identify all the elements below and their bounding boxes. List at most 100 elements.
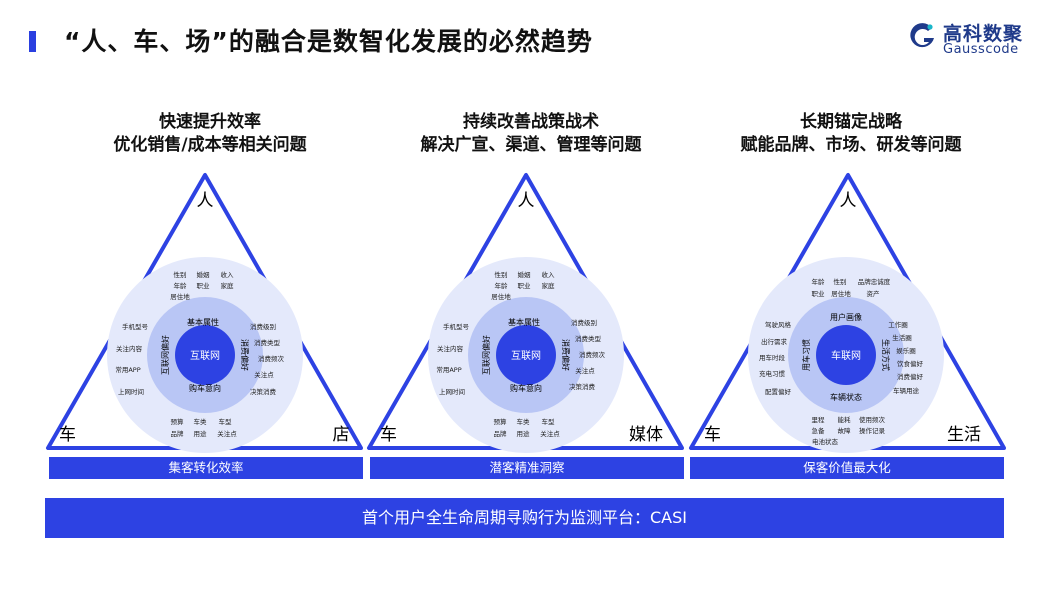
ring-label-top: 基本属性 xyxy=(508,317,540,327)
attr-label: 居住地 xyxy=(831,289,851,298)
people-car-life-triangle: 车联网 人 车 生活 用户画像 生活方式 车辆状态 用车习惯 年龄 性别 品牌忠… xyxy=(689,173,1006,453)
attr-label: 婚姻 xyxy=(518,270,532,279)
ring-label-right: 消费偏好 xyxy=(561,339,571,371)
attr-label: 故障 xyxy=(838,426,852,435)
attr-label: 关注内容 xyxy=(116,344,143,353)
attr-label: 消费频次 xyxy=(258,354,285,363)
attr-label: 用车时段 xyxy=(759,353,786,362)
ring-label-bottom: 车辆状态 xyxy=(830,392,862,402)
attr-label: 上网时间 xyxy=(118,387,144,396)
value-strip: 集客转化效率 xyxy=(49,457,363,479)
attr-label: 驾驶风格 xyxy=(765,320,792,329)
attr-label: 性别 xyxy=(834,277,847,286)
attr-label: 车类 xyxy=(194,417,208,426)
attr-label: 品牌 xyxy=(494,429,508,438)
attr-label: 急备 xyxy=(812,426,826,435)
attr-label: 工作圈 xyxy=(888,320,908,329)
core-circle xyxy=(816,325,876,385)
logo-english-name: Gausscode xyxy=(943,42,1019,57)
core-label: 车联网 xyxy=(831,349,861,362)
attr-label: 消费级别 xyxy=(250,322,276,331)
attr-label: 关注点 xyxy=(217,429,237,438)
ring-label-left: 互联网偏好 xyxy=(160,335,170,375)
attr-label: 饮食偏好 xyxy=(897,359,924,368)
attr-label: 出行需求 xyxy=(761,337,788,346)
vertex-label-left: 车 xyxy=(59,425,76,445)
core-circle xyxy=(175,325,235,385)
attr-label: 常用APP xyxy=(436,365,461,374)
attr-label: 年龄 xyxy=(495,281,509,290)
attr-label: 品牌忠诚度 xyxy=(858,277,891,286)
attr-label: 决策消费 xyxy=(250,387,277,396)
attr-label: 决策消费 xyxy=(569,382,596,391)
attr-label: 消费偏好 xyxy=(897,372,924,381)
ring-label-left: 互联网偏好 xyxy=(481,335,491,375)
attr-label: 资产 xyxy=(867,289,881,298)
attr-label: 电池状态 xyxy=(812,437,839,446)
attr-label: 关注内容 xyxy=(437,344,464,353)
logo-chinese-name: 高科数聚 xyxy=(943,23,1024,45)
vertex-label-right: 媒体 xyxy=(629,425,663,445)
attr-label: 里程 xyxy=(812,415,826,424)
ring-label-left: 用车习惯 xyxy=(801,339,811,371)
attr-label: 家庭 xyxy=(221,281,235,290)
attr-label: 充电习惯 xyxy=(759,369,786,378)
panel-strategy: 长期锚定战略 赋能品牌、市场、研发等问题 车联网 人 车 生活 用户画像 生活方… xyxy=(686,100,1016,485)
panel-tactics: 持续改善战策战术 解决广宣、渠道、管理等问题 互联网 人 车 媒体 基本属性 消… xyxy=(366,100,696,485)
attr-label: 消费频次 xyxy=(579,350,606,359)
attr-label: 婚姻 xyxy=(197,270,211,279)
vertex-label-top: 人 xyxy=(840,191,857,211)
vertex-label-top: 人 xyxy=(518,191,535,211)
core-label: 互联网 xyxy=(511,350,541,362)
attr-label: 年龄 xyxy=(812,277,826,286)
attr-label: 预算 xyxy=(171,417,185,426)
gausscode-logo-icon xyxy=(910,23,934,48)
ring-label-right: 生活方式 xyxy=(881,339,891,371)
vertex-label-right: 生活 xyxy=(947,425,981,445)
attr-label: 消费级别 xyxy=(571,318,597,327)
attr-label: 居住地 xyxy=(170,292,190,301)
attr-label: 居住地 xyxy=(491,292,511,301)
people-car-scene-triangle: 互联网 人 车 店 基本属性 消费偏好 购车意向 互联网偏好 性别 婚姻 收入 … xyxy=(46,173,363,453)
attr-label: 收入 xyxy=(542,270,556,279)
title-accent-bar xyxy=(29,31,36,52)
ring-label-bottom: 购车意向 xyxy=(189,383,221,393)
vertex-label-left: 车 xyxy=(380,425,397,445)
attr-label: 车辆用途 xyxy=(893,386,920,395)
ring-label-bottom: 购车意向 xyxy=(510,383,542,393)
panel-heading-secondary: 解决广宣、渠道、管理等问题 xyxy=(420,135,642,155)
panel-heading-primary: 持续改善战策战术 xyxy=(463,112,599,132)
value-strip: 保客价值最大化 xyxy=(690,457,1004,479)
attr-label: 关注点 xyxy=(540,429,560,438)
attr-label: 年龄 xyxy=(174,281,188,290)
core-label: 互联网 xyxy=(190,350,220,362)
attr-label: 上网时间 xyxy=(439,387,465,396)
attr-label: 关注点 xyxy=(254,370,274,379)
attr-label: 职业 xyxy=(812,289,826,298)
ring-label-top: 基本属性 xyxy=(187,317,219,327)
vertex-label-left: 车 xyxy=(704,425,721,445)
attr-label: 性别 xyxy=(495,270,508,279)
platform-banner: 首个用户全生命周期寻购行为监测平台：CASI xyxy=(45,498,1004,538)
attr-label: 生活圈 xyxy=(892,333,912,342)
brand-logo: 高科数聚 Gausscode xyxy=(906,18,1046,60)
panel-heading-primary: 长期锚定战略 xyxy=(800,112,902,132)
attr-label: 车型 xyxy=(219,417,233,426)
attr-label: 能耗 xyxy=(838,415,852,424)
attr-label: 常用APP xyxy=(115,365,140,374)
core-circle xyxy=(496,325,556,385)
attr-label: 配置偏好 xyxy=(765,387,792,396)
ring-label-top: 用户画像 xyxy=(830,312,862,322)
attr-label: 性别 xyxy=(174,270,187,279)
panel-heading-primary: 快速提升效率 xyxy=(159,112,261,132)
attr-label: 品牌 xyxy=(171,429,185,438)
attr-label: 消费类型 xyxy=(575,334,602,343)
attr-label: 娱乐圈 xyxy=(896,346,916,355)
attr-label: 家庭 xyxy=(542,281,556,290)
panel-heading-secondary: 赋能品牌、市场、研发等问题 xyxy=(740,135,962,155)
attr-label: 预算 xyxy=(494,417,508,426)
attr-label: 手机型号 xyxy=(443,322,470,331)
attr-label: 车型 xyxy=(542,417,556,426)
attr-label: 手机型号 xyxy=(122,322,149,331)
people-car-media-triangle: 互联网 人 车 媒体 基本属性 消费偏好 购车意向 互联网偏好 性别 婚姻 收入… xyxy=(367,173,684,453)
